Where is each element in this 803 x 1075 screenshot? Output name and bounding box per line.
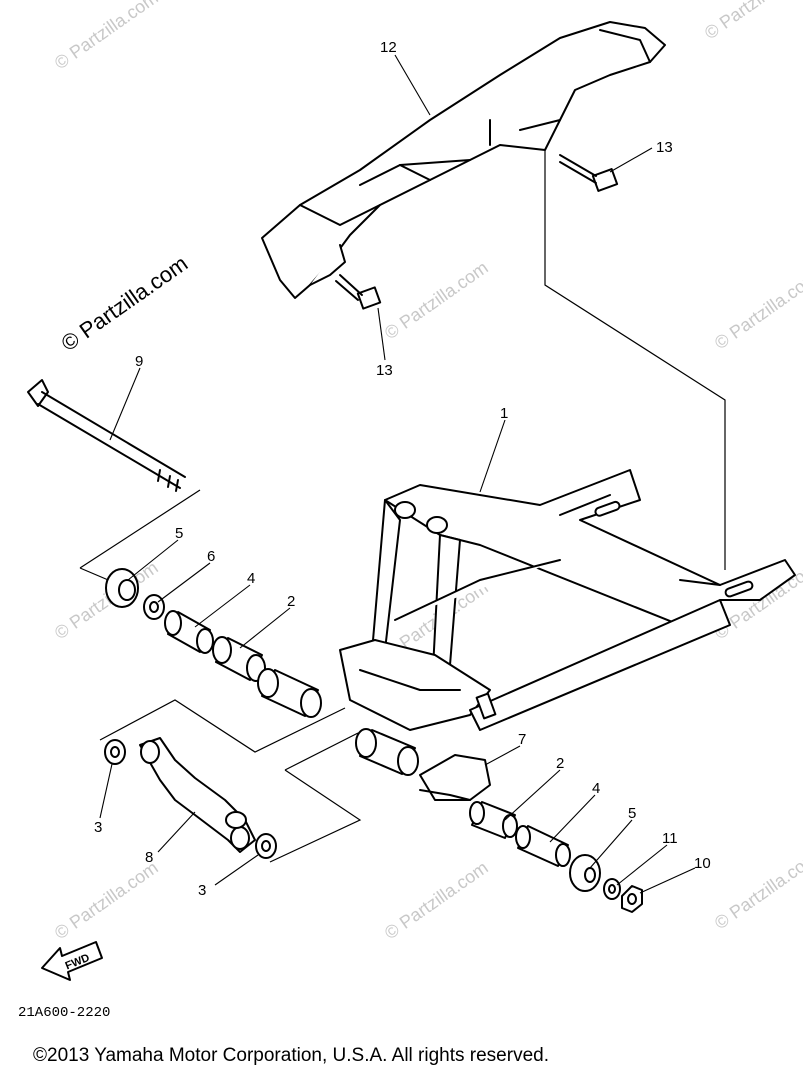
leader-lines (99, 54, 696, 894)
callout-9: 9 (135, 353, 143, 370)
callout-8: 8 (145, 849, 153, 866)
callout-10: 10 (694, 855, 711, 872)
nut-10 (621, 885, 643, 913)
watermark: © Partzilla.com (711, 267, 803, 353)
pivot-shaft (27, 379, 186, 492)
callout-12: 12 (380, 39, 397, 56)
callouts: 12 13 13 9 1 5 6 4 2 7 2 4 5 11 10 3 8 3 (94, 39, 711, 899)
callout-3-left: 3 (94, 819, 102, 836)
assembly-guide-lines (79, 150, 726, 863)
washer-11 (603, 878, 621, 900)
washer-6 (143, 594, 165, 620)
collar-5-left (105, 568, 139, 608)
collar-5-right (569, 854, 601, 892)
bolt-13-upper (559, 154, 619, 192)
copyright-notice: ©2013 Yamaha Motor Corporation, U.S.A. A… (33, 1045, 549, 1066)
washer-3-left (104, 739, 126, 765)
cover-7 (419, 754, 491, 801)
watermark: © Partzilla.com (51, 0, 162, 73)
bushing-2-right (469, 801, 518, 839)
callout-7: 7 (518, 731, 526, 748)
watermark: © Partzilla.com (381, 257, 492, 343)
callout-1: 1 (500, 405, 508, 422)
watermark: © Partzilla.com (711, 847, 803, 933)
callout-5-left: 5 (175, 525, 183, 542)
watermark: © Partzilla.com (51, 857, 162, 943)
fwd-arrow: FWD (41, 941, 103, 981)
callout-2-left: 2 (287, 593, 295, 610)
callout-5-right: 5 (628, 805, 636, 822)
washer-3-right (255, 833, 277, 859)
watermark: © Partzilla.com (381, 857, 492, 943)
bushing-4-right (515, 825, 571, 867)
spacer-right (355, 728, 419, 776)
callout-3-right: 3 (198, 882, 206, 899)
diagram-code: 21A600-2220 (18, 1005, 110, 1021)
callout-4-right: 4 (592, 780, 600, 797)
callout-13-upper: 13 (656, 139, 673, 156)
swingarm (339, 469, 796, 731)
callout-11: 11 (662, 830, 678, 847)
bolt-13-lower (335, 274, 382, 310)
watermark: © Partzilla.com (701, 0, 803, 43)
callout-13-lower: 13 (376, 362, 393, 379)
bushing-2-left (212, 636, 266, 682)
chain-case (261, 21, 666, 299)
callout-6: 6 (207, 548, 215, 565)
callout-4-left: 4 (247, 570, 255, 587)
spacer-left (257, 668, 322, 718)
bushing-4-left (164, 610, 214, 654)
bracket-8 (139, 737, 256, 853)
callout-2-right: 2 (556, 755, 564, 772)
watermark-large: © Partzilla.com (57, 251, 193, 357)
